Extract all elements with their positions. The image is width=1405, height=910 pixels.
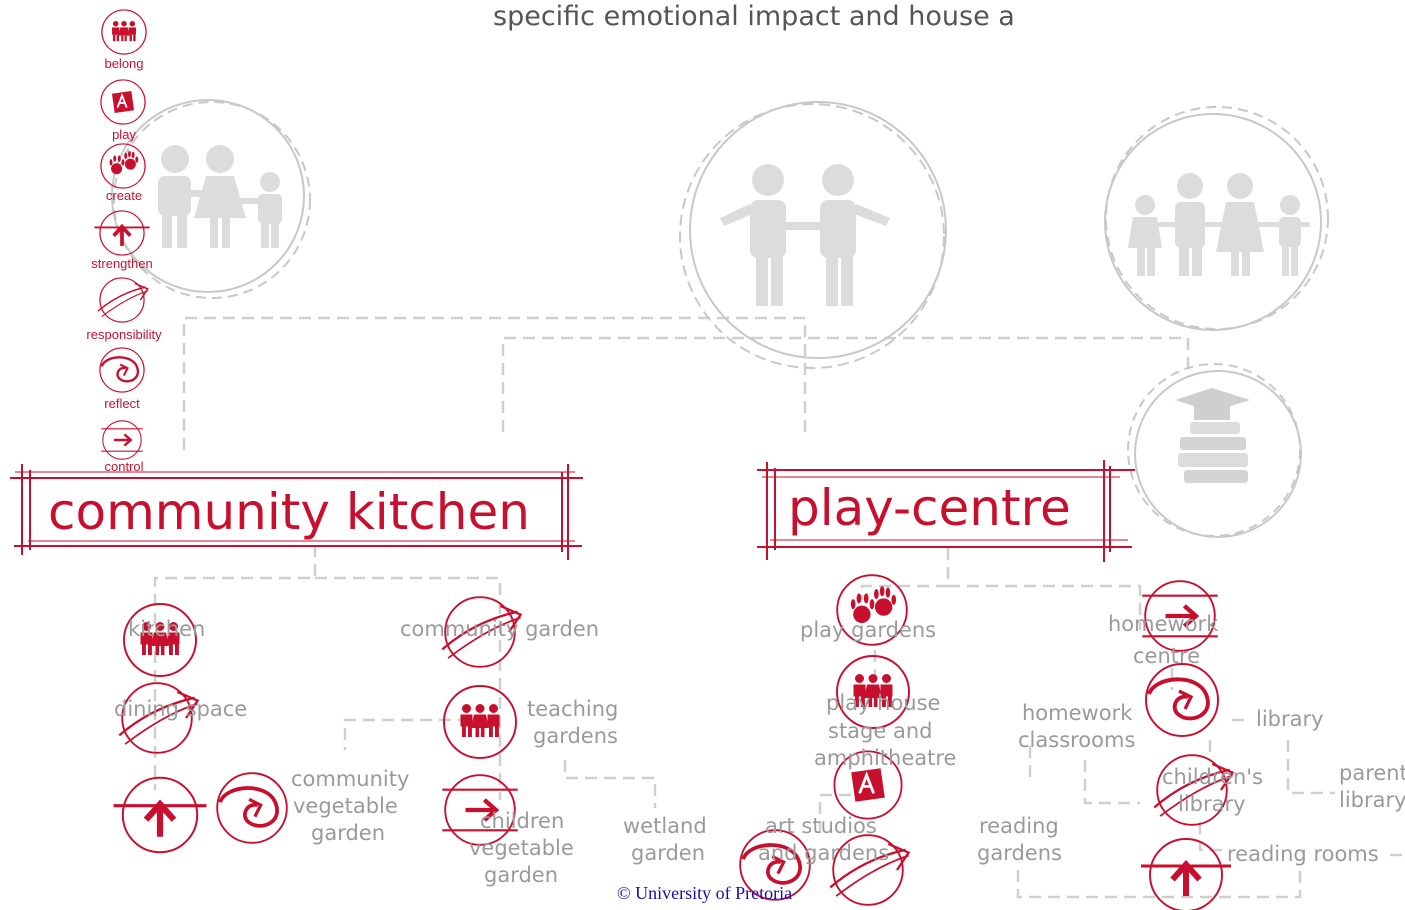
legend-label-play: play <box>112 127 136 142</box>
wetland-label-2: garden <box>631 841 706 865</box>
community-vegetable-label-2: vegetable <box>293 794 398 818</box>
reflect-spiral-icon <box>215 771 289 845</box>
gardens-label: gardens <box>533 724 618 748</box>
page-heading: specific emotional impact and house a <box>493 1 1015 32</box>
books-graduation-cap-icon <box>1175 388 1250 483</box>
children-vegetable-label-3: garden <box>484 863 559 887</box>
reading-rooms-label: reading rooms <box>1227 842 1379 866</box>
family-of-four-silhouette-icon <box>1128 173 1310 276</box>
library-label: library <box>1256 707 1324 731</box>
legend-alphabet-block-icon <box>99 78 147 126</box>
legend-spiral-icon <box>98 346 146 394</box>
legend-label-strengthen: strengthen <box>91 256 153 271</box>
childrens-library-label-2: library <box>1178 792 1246 816</box>
reading-gardens-label: reading <box>979 814 1059 838</box>
kitchen-label: kitchen <box>128 617 206 641</box>
homework-centre-label: homework <box>1108 612 1219 636</box>
stage-label: stage and <box>828 719 933 743</box>
homework-centre-label-2: centre <box>1133 644 1201 668</box>
legend-up-arrow-icon <box>92 209 152 257</box>
strengthen-up-arrow-icon <box>114 778 207 852</box>
copyright-credit: © University of Pretoria <box>617 883 793 903</box>
children-vegetable-label: children <box>480 809 565 833</box>
legend-right-arrow-icon <box>99 419 145 461</box>
legend-label-belong: belong <box>104 56 144 71</box>
play-house-label: play house <box>826 691 941 715</box>
play-centre-title: play-centre <box>788 479 1071 537</box>
couple-silhouette-icon <box>720 164 890 306</box>
art-studios-label: art studios <box>765 814 877 838</box>
dining-space-label: dining space <box>114 697 248 721</box>
teaching-label: teaching <box>527 697 619 721</box>
parent-library-label: parent <box>1339 761 1405 785</box>
legend-family-icon <box>101 9 147 55</box>
community-vegetable-label-3: garden <box>311 821 386 845</box>
parent-library-label-2: library <box>1339 788 1405 812</box>
legend-label-responsibility: responsibility <box>86 327 162 342</box>
legend-handprints-icon <box>100 143 146 189</box>
legend-label-control: control <box>104 459 144 474</box>
reading-rooms-up-arrow-icon <box>1141 839 1231 910</box>
community-garden-label: community garden <box>400 617 600 641</box>
art-gardens-label: and gardens <box>758 841 890 865</box>
childrens-library-label: children's <box>1162 765 1263 789</box>
reading-gardens-label-2: gardens <box>977 841 1062 865</box>
parents-child-silhouette-icon <box>158 145 282 248</box>
children-vegetable-label-2: vegetable <box>469 836 574 860</box>
play-gardens-label: play gardens <box>800 618 937 642</box>
community-kitchen-title: community kitchen <box>48 483 530 541</box>
legend-label-reflect: reflect <box>104 396 140 411</box>
homework-classrooms-label: homework <box>1022 701 1133 725</box>
homework-spiral-icon <box>1144 662 1220 738</box>
amphitheatre-label: amphitheatre <box>814 746 957 770</box>
legend-label-create: create <box>105 188 143 203</box>
teaching-gardens-family-icon <box>443 685 517 759</box>
homework-classrooms-label-2: classrooms <box>1018 728 1136 752</box>
community-vegetable-label: community <box>291 767 410 791</box>
legend-curved-arrow-icon <box>97 277 149 323</box>
wetland-label: wetland <box>623 814 707 838</box>
